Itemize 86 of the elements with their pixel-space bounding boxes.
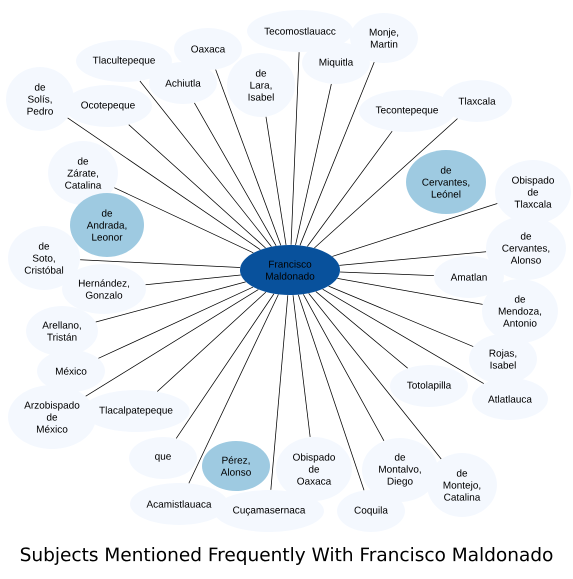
connector-line	[85, 289, 259, 397]
connector-line	[176, 293, 274, 439]
ellipse-node: Oaxaca	[174, 28, 242, 70]
ellipse-node: Totolapilla	[390, 365, 468, 407]
node-label: Oaxaca	[191, 45, 226, 53]
node-label: Rojas, Isabel	[490, 349, 516, 369]
connector-line	[140, 80, 272, 247]
connector-line	[302, 294, 384, 442]
node-label: de Cervantes, Alonso	[502, 232, 550, 264]
node-label: de Montalvo, Diego	[379, 453, 421, 487]
connector-line	[188, 294, 279, 484]
ellipse-node: Pérez, Alonso	[202, 441, 270, 491]
ellipse-node: Tlaxcala	[442, 80, 512, 122]
ellipse-node: México	[37, 350, 105, 392]
connector-line	[156, 292, 266, 392]
connector-line	[194, 102, 276, 246]
connector-line	[95, 281, 246, 322]
connector-line	[336, 278, 483, 305]
connector-line	[80, 259, 240, 268]
node-label: Arzobispado de México	[24, 401, 80, 433]
ellipse-node: que	[129, 437, 197, 479]
node-label: Tecomostlauacc	[264, 27, 336, 35]
connector-line	[338, 251, 486, 266]
connector-line	[145, 274, 242, 286]
ellipse-node: Arellano, Tristán	[26, 306, 98, 356]
node-label: de Mendoza, Antonio	[498, 295, 542, 327]
connector-line	[300, 62, 375, 246]
title: Subjects Mentioned Frequently With Francisco Maldonado	[20, 547, 552, 565]
ellipse-node: de Montejo, Catalina	[427, 453, 497, 517]
connector-line	[328, 286, 474, 347]
connector-line	[340, 272, 434, 276]
connector-line	[295, 84, 332, 246]
connector-line	[298, 294, 364, 491]
ellipse-node: de Lara, Isabel	[227, 53, 295, 117]
connector-line	[266, 116, 286, 246]
connector-line	[67, 118, 261, 250]
ellipse-node: Arzobispado de México	[8, 385, 96, 449]
connector-line	[307, 130, 393, 247]
node-label: Achiutla	[165, 79, 201, 87]
connector-line	[332, 203, 498, 257]
node-label: Ocotepeque	[81, 101, 135, 111]
node-label: Tecontepeque	[376, 106, 438, 116]
connector-line	[308, 293, 442, 460]
ellipse-node: Tlacalpatepeque	[82, 390, 190, 432]
node-label: Acamistlauaca	[146, 500, 212, 508]
ellipse-node: de Cervantes, Alonso	[486, 216, 566, 280]
connector-line	[314, 118, 458, 248]
connector-line	[128, 124, 266, 248]
connector-line	[316, 291, 408, 369]
node-label: Monje, Martin	[370, 28, 398, 48]
ellipse-node: Tecomostlauacc	[247, 10, 353, 52]
node-label: Tlaxcala	[458, 97, 496, 105]
ellipse-node: de Zárate, Catalina	[48, 141, 118, 205]
connector-line	[215, 69, 282, 246]
connector-line	[98, 286, 254, 359]
node-label: México	[56, 367, 86, 375]
ellipse-node: Atlatlauca	[472, 378, 548, 420]
connector-line	[270, 294, 288, 490]
ellipse-node: Coquila	[337, 490, 405, 532]
ellipse-node: Tecontepeque	[359, 90, 455, 132]
node-label: Hernández, Gonzalo	[78, 279, 129, 299]
connector-line	[292, 294, 310, 438]
node-label: Obispado de Oaxaca	[293, 453, 335, 485]
ellipse-node: de Soto, Cristóbal	[8, 226, 80, 290]
central-ellipse-node: Francisco Maldonado	[240, 245, 340, 295]
node-label: Tlacalpatepeque	[99, 406, 173, 416]
node-label: Atlatlauca	[488, 395, 532, 403]
ellipse-node: Hernández, Gonzalo	[62, 264, 146, 314]
node-label: de Montejo, Catalina	[444, 469, 480, 501]
connector-line	[322, 288, 484, 384]
node-label: Amatlan	[450, 273, 487, 281]
ellipse-node: Obispado de Oaxaca	[276, 437, 352, 501]
ellipse-node: Amatlan	[434, 256, 504, 298]
connector-line	[114, 187, 254, 254]
ellipse-node: Obispado de Tlaxcala	[495, 160, 571, 224]
ellipse-node: Rojas, Isabel	[469, 334, 537, 384]
ellipse-node: Acamistlauaca	[130, 483, 228, 525]
connector-line	[290, 52, 300, 246]
node-label: Cuçamasernaca	[233, 506, 306, 516]
node-label: Coquila	[354, 506, 388, 516]
ellipse-node: de Andrada, Leonor	[70, 193, 144, 257]
ellipse-node: Ocotepeque	[64, 85, 152, 127]
ellipse-node: de Cervantes, Leónel	[406, 150, 486, 214]
node-label: Arellano, Tristán	[42, 321, 81, 341]
node-label: Obispado de Tlaxcala	[512, 176, 554, 208]
ellipse-node: de Solís, Pedro	[6, 67, 74, 131]
